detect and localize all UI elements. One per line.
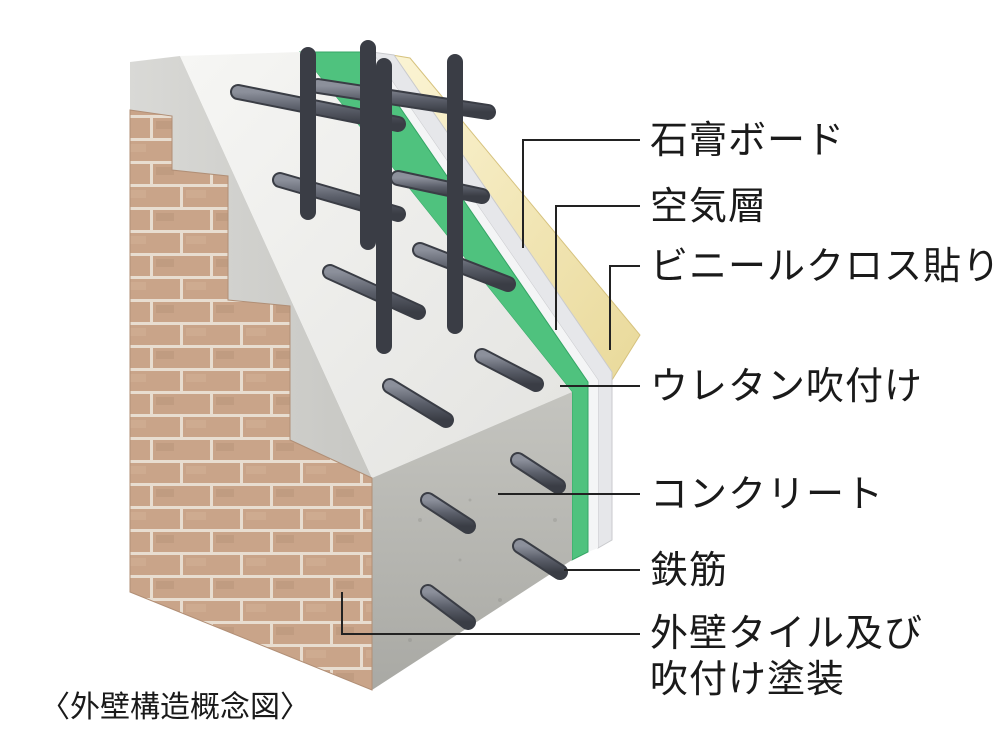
leader-air-layer xyxy=(555,205,640,330)
label-air-layer: 空気層 xyxy=(650,184,768,228)
label-vinyl-cloth: ビニールクロス貼り xyxy=(650,244,1000,288)
label-exterior-line1: 外壁タイル及び xyxy=(650,611,924,655)
wall-body xyxy=(129,51,641,691)
leader-gypsum-board xyxy=(522,139,640,248)
exterior-tile-facade xyxy=(129,109,373,691)
label-rebar: 鉄筋 xyxy=(650,548,729,592)
label-exterior-line2: 吹付け塗装 xyxy=(650,657,846,701)
label-urethane-spray: ウレタン吹付け xyxy=(650,364,924,408)
label-concrete: コンクリート xyxy=(650,472,885,516)
rebar-grid xyxy=(230,40,568,630)
leader-lines xyxy=(341,139,640,635)
label-gypsum-board: 石膏ボード xyxy=(650,118,846,162)
diagram-caption: 〈外壁構造概念図〉 xyxy=(40,690,310,725)
leader-exterior xyxy=(341,592,640,635)
leader-vinyl-cloth xyxy=(609,265,640,350)
